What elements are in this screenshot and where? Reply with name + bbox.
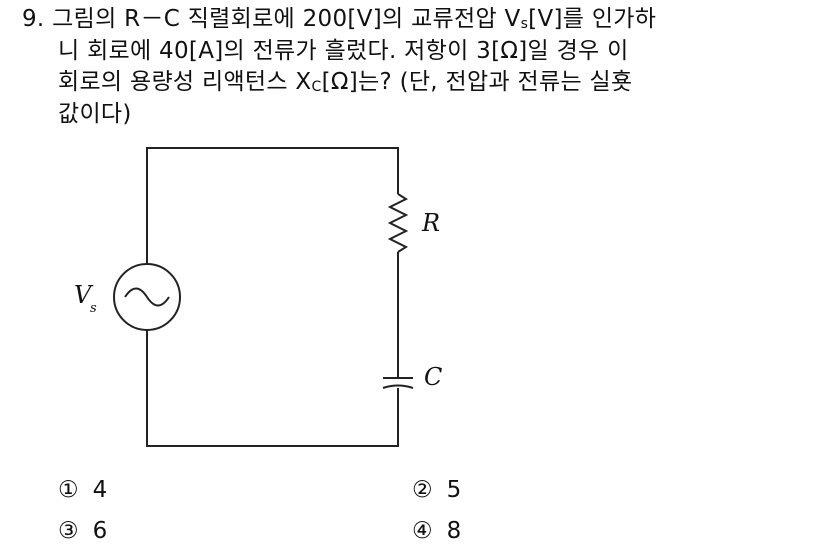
question-line: 니 회로에 40[A]의 전류가 흘렀다. 저항이 3[Ω]일 경우 이: [58, 37, 629, 64]
question-text: 9. 그림의 R－C 직렬회로에 200[V]의 교류전압 Vs[V]를 인가하…: [22, 4, 656, 130]
capacitor-plate: [382, 384, 414, 389]
source-subscript: s: [90, 301, 97, 316]
option-marker: ④: [412, 518, 433, 544]
sine-wave-icon: [124, 287, 170, 307]
source-label: V: [74, 281, 94, 309]
option-value: 5: [446, 477, 462, 503]
option-marker: ③: [58, 518, 79, 544]
option-value: 8: [446, 518, 462, 544]
question-number: 9.: [22, 6, 45, 32]
question-line: 회로의 용량성 리액턴스 X: [58, 69, 312, 95]
option-value: 4: [92, 477, 108, 503]
option-value: 6: [92, 518, 108, 544]
subscript: s: [520, 16, 529, 32]
question-line: [V]를 인가하: [528, 6, 657, 32]
ac-source: [113, 263, 181, 331]
question-line: [Ω]는? (단, 전압과 전류는 실횻: [321, 69, 633, 95]
resistor: [387, 193, 409, 253]
option-marker: ①: [58, 477, 79, 503]
subscript: C: [311, 79, 322, 95]
wire: [146, 330, 399, 447]
option-marker: ②: [412, 477, 433, 503]
question-line: 값이다): [58, 100, 132, 127]
question-line: 그림의 R－C 직렬회로에 200[V]의 교류전압 V: [52, 6, 521, 32]
capacitor-label: C: [424, 363, 442, 391]
wire: [146, 147, 399, 264]
resistor-label: R: [421, 209, 440, 237]
